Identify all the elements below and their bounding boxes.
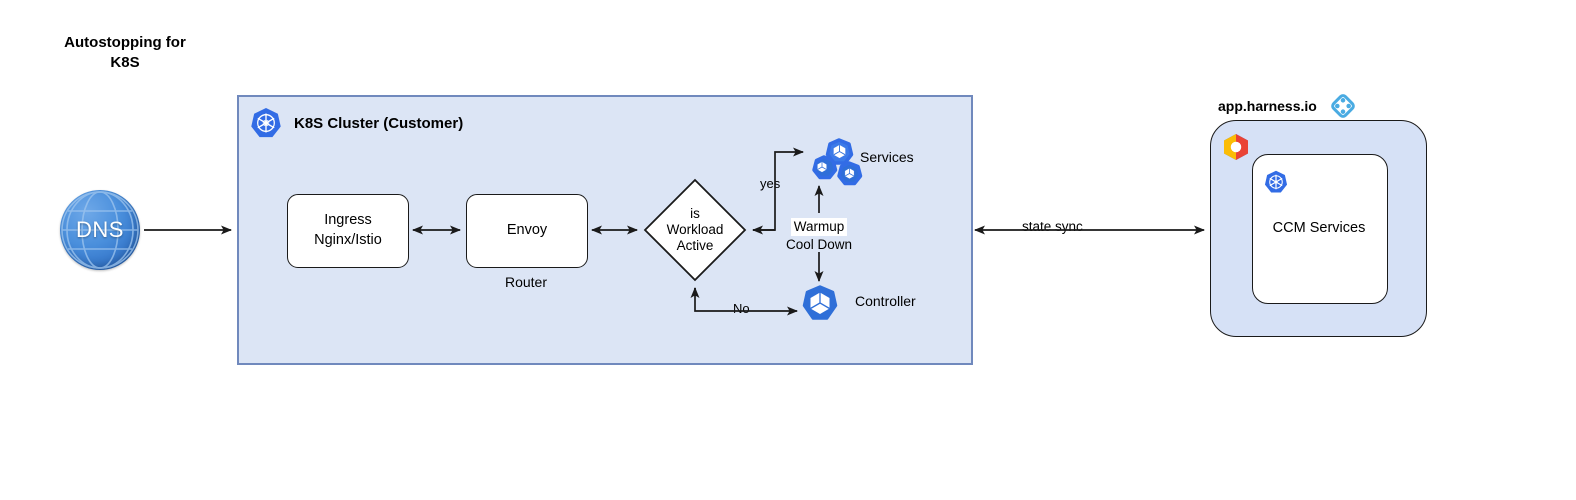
k8s-pod-icon <box>802 285 838 320</box>
decision-line2: Workload <box>666 222 724 238</box>
ingress-line2: Nginx/Istio <box>314 232 382 248</box>
envoy-node[interactable]: Envoy <box>466 194 588 268</box>
envoy-node-label: Envoy <box>506 222 548 239</box>
kubernetes-icon <box>1264 170 1288 199</box>
ingress-node-label: Ingress Nginx/Istio <box>314 211 382 250</box>
state-sync-label: state sync <box>1019 219 1086 234</box>
cluster-title: K8S Cluster (Customer) <box>294 114 464 132</box>
decision-line1: is <box>690 206 700 222</box>
globe-icon <box>61 191 139 269</box>
dns-node[interactable]: DNS <box>60 190 140 270</box>
harness-header: app.harness.io <box>1218 92 1357 120</box>
services-node[interactable] <box>808 135 866 196</box>
no-edge-label: No <box>733 301 750 316</box>
ccm-services-label: CCM Services <box>1272 220 1366 236</box>
kubernetes-icon <box>251 107 281 138</box>
harness-title: app.harness.io <box>1218 98 1317 114</box>
diamond-shape <box>643 178 747 282</box>
warmup-cooldown-label: Warmup Cool Down <box>783 218 855 254</box>
google-cloud-icon <box>1221 133 1251 166</box>
controller-label: Controller <box>855 293 916 309</box>
yes-edge-label: yes <box>760 176 781 191</box>
page-title-line1: Autostopping for <box>64 34 186 51</box>
ingress-node[interactable]: Ingress Nginx/Istio <box>287 194 409 268</box>
ingress-line1: Ingress <box>324 212 372 229</box>
cluster-header: K8S Cluster (Customer) <box>250 107 463 139</box>
decision-node-label: is Workload Active <box>643 178 747 282</box>
decision-line3: Active <box>676 237 714 253</box>
warmup-label: Warmup <box>790 218 848 237</box>
page-title: Autostopping for K8S <box>30 33 220 74</box>
harness-logo-icon <box>1330 94 1355 118</box>
decision-node[interactable]: is Workload Active <box>643 178 747 282</box>
router-sublabel: Router <box>504 274 548 290</box>
services-label: Services <box>860 149 914 165</box>
k8s-pods-icon <box>812 138 863 186</box>
dns-label: DNS <box>76 217 124 242</box>
page-title-line2: K8S <box>110 54 140 72</box>
cooldown-label: Cool Down <box>785 237 853 253</box>
controller-node[interactable] <box>802 285 838 326</box>
